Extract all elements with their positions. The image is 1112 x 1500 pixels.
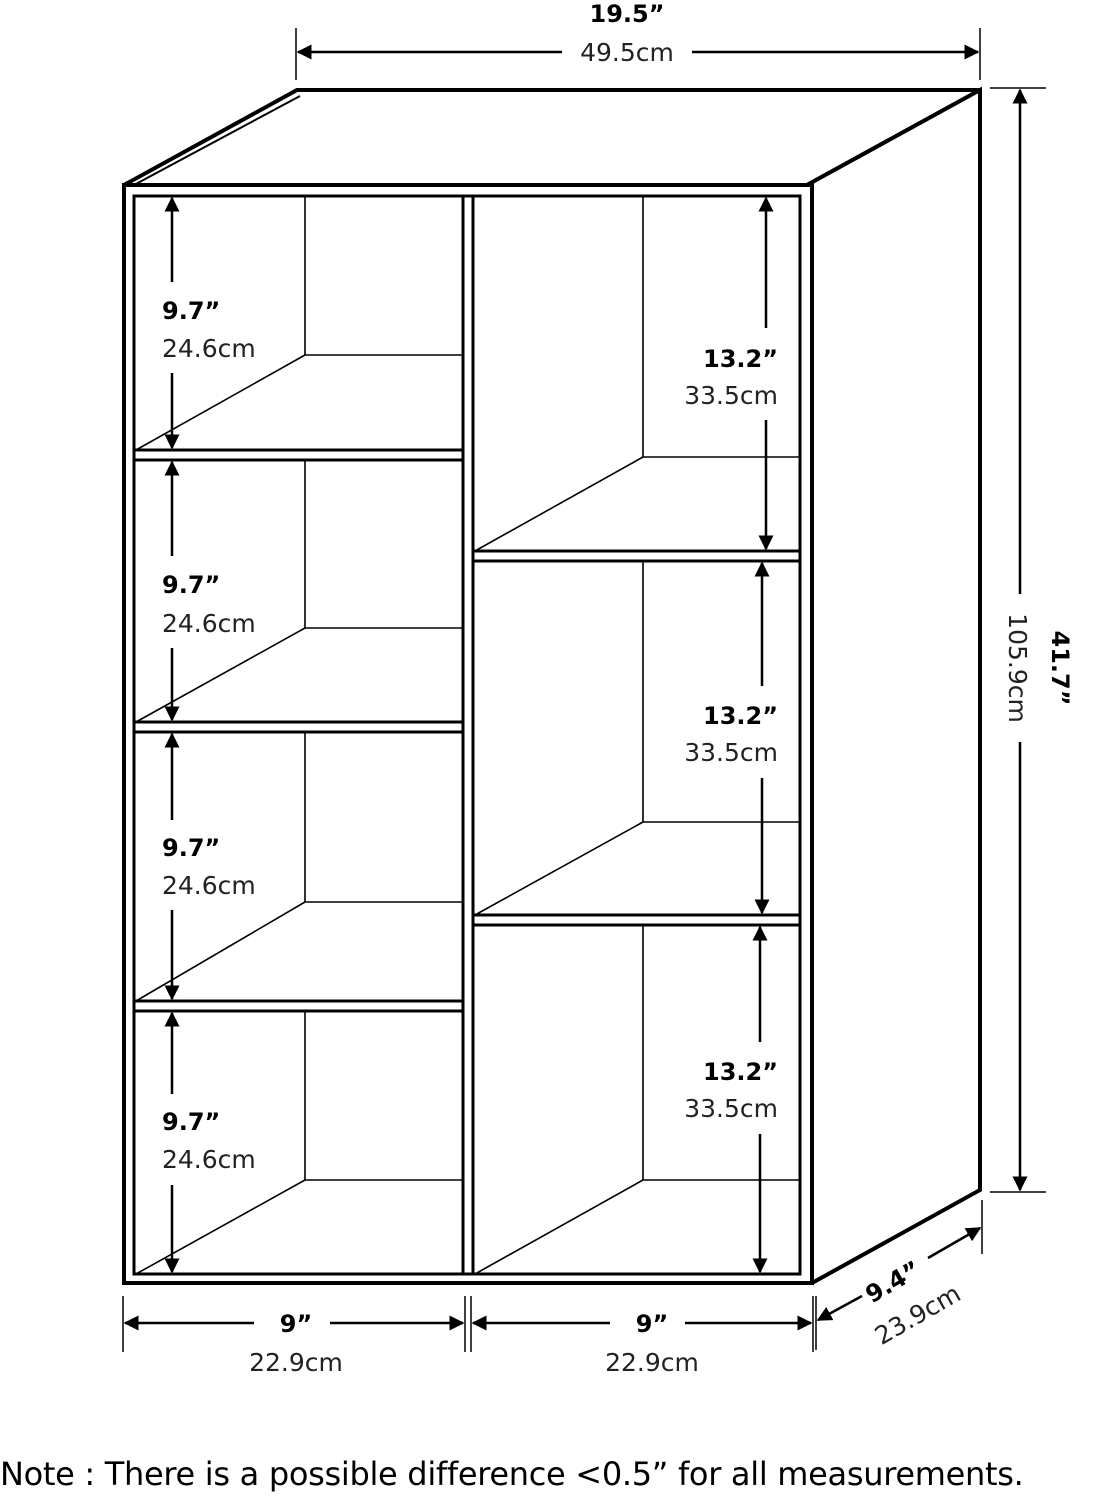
left-width-inches: 9” (280, 1310, 312, 1338)
left-cubby-1-dimension: 9.7” 24.6cm (162, 196, 256, 450)
overall-height-cm: 105.9cm (1003, 613, 1032, 723)
left-cubby-2-cm: 24.6cm (162, 609, 256, 638)
cabinet-outline (122, 86, 982, 1285)
left-cubby-4-cm: 24.6cm (162, 1145, 256, 1174)
overall-width-dimension: 19.5” 49.5cm (295, 0, 981, 80)
left-width-cm: 22.9cm (249, 1348, 343, 1377)
right-cubby-2-cm: 33.5cm (684, 738, 778, 767)
right-cubby-1-cm: 33.5cm (684, 381, 778, 410)
left-cubby-3-dimension: 9.7” 24.6cm (162, 732, 256, 1001)
overall-height-dimension: 41.7” 105.9cm (990, 87, 1074, 1193)
left-cubby-3-inches: 9.7” (162, 834, 220, 862)
left-cubby-2-dimension: 9.7” 24.6cm (162, 460, 256, 722)
right-cubby-3-cm: 33.5cm (684, 1094, 778, 1123)
left-cubby-4-inches: 9.7” (162, 1108, 220, 1136)
right-cubby-3-dimension: 13.2” 33.5cm (684, 925, 778, 1274)
overall-height-inches: 41.7” (1046, 631, 1074, 706)
overall-width-inches: 19.5” (590, 0, 665, 28)
right-width-cm: 22.9cm (605, 1348, 699, 1377)
left-cubby-1-inches: 9.7” (162, 297, 220, 325)
right-width-inches: 9” (636, 1310, 668, 1338)
right-column-width-dimension: 9” 22.9cm (470, 1296, 814, 1377)
right-cubby-1-dimension: 13.2” 33.5cm (684, 196, 778, 551)
left-cubby-4-dimension: 9.7” 24.6cm (162, 1011, 256, 1274)
right-cubby-1-inches: 13.2” (703, 345, 778, 373)
cubby-perspective-lines (135, 196, 800, 1275)
right-cubby-2-dimension: 13.2” 33.5cm (684, 561, 778, 915)
right-cubby-2-inches: 13.2” (703, 702, 778, 730)
left-column-width-dimension: 9” 22.9cm (122, 1296, 466, 1377)
measurement-note: Note : There is a possible difference <0… (0, 1455, 1024, 1493)
left-cubby-3-cm: 24.6cm (162, 871, 256, 900)
left-cubby-1-cm: 24.6cm (162, 334, 256, 363)
overall-width-cm: 49.5cm (580, 38, 674, 67)
right-cubby-3-inches: 13.2” (703, 1058, 778, 1086)
left-cubby-2-inches: 9.7” (162, 571, 220, 599)
